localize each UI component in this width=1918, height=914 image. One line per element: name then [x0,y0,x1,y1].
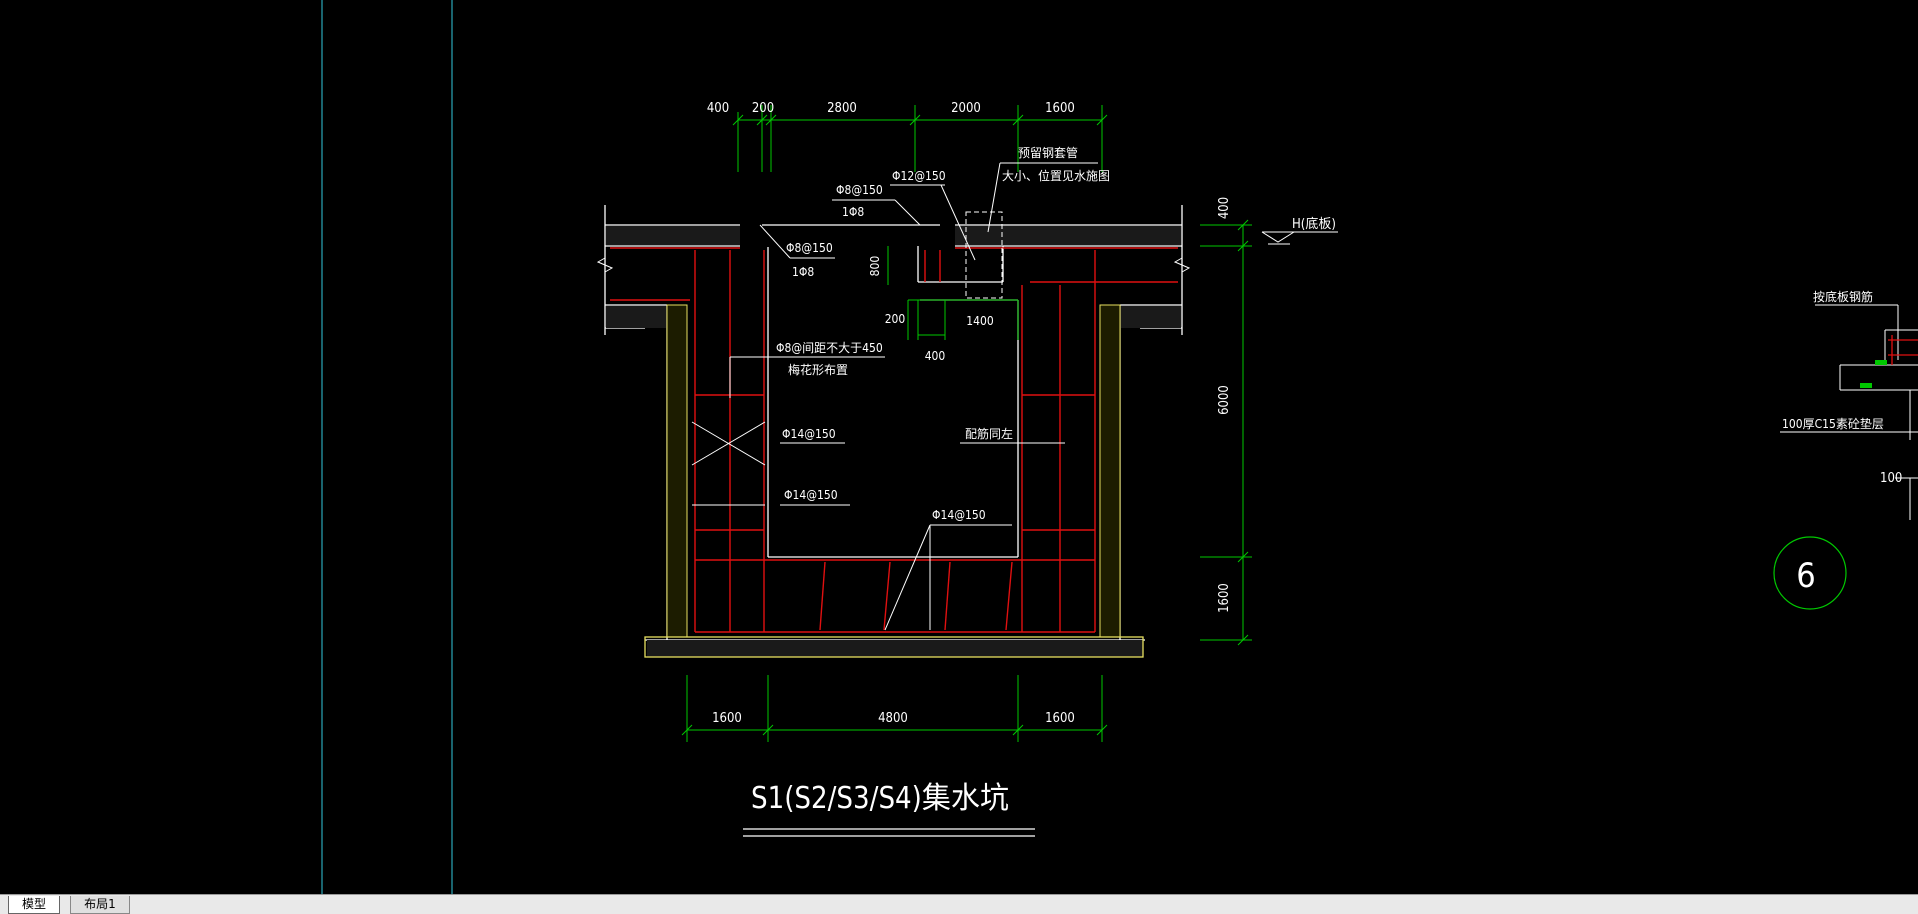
layout-tab-bar: 模型 布局1 [0,894,1918,914]
inner-dim-400: 400 [925,349,946,363]
inner-dimensions [887,246,1019,340]
right-dim-400: 400 [1217,197,1232,219]
label-rebar-same: 配筋同左 [965,426,1013,441]
right-dim-1600: 1600 [1217,583,1232,613]
bottom-dim-1600-right: 1600 [1045,711,1075,726]
tab-model[interactable]: 模型 [8,896,60,914]
top-dim-2000: 2000 [951,101,981,116]
bottom-dim-1600-left: 1600 [712,711,742,726]
tab-layout1[interactable]: 布局1 [70,896,130,914]
label-embedded-pipe-2: 大小、位置见水施图 [1002,168,1110,183]
top-dim-400: 400 [707,101,729,116]
rebar-lines [610,247,1178,633]
top-dim-2800: 2800 [827,101,857,116]
cad-drawing-canvas[interactable]: 400 200 2800 2000 1600 [0,0,1918,894]
leader-lines [691,162,1098,631]
inner-dim-200: 200 [885,312,906,326]
label-rebar-tie-2: 梅花形布置 [788,362,848,377]
break-marks [596,257,1191,273]
wall-hatch [644,304,1144,658]
right-dimension-chain [1200,219,1252,646]
label-rebar-1phi8-top: 1Φ8 [842,205,864,219]
inner-dim-800: 800 [868,256,882,277]
inner-dim-1400: 1400 [966,314,994,328]
label-rebar-phi8-mid: Φ8@150 [786,241,833,255]
label-dim-100: 100 [1880,471,1902,486]
drawing-title: S1(S2/S3/S4)集水坑 [751,781,1009,816]
detail-number-circle [1773,536,1847,610]
label-rebar-1phi8-mid: 1Φ8 [792,265,814,279]
label-rebar-tie-1: Φ8@间距不大于450 [776,341,883,355]
embedded-pipe [965,211,1003,299]
bottom-dimension-chain [681,675,1108,742]
label-embedded-pipe-1: 预留钢套管 [1018,145,1078,160]
level-mark-label: H(底板) [1292,216,1336,232]
concrete-hatch [606,226,1181,657]
partial-detail-right [1780,304,1918,520]
label-sump-rebar: 按底板钢筋 [1813,289,1873,304]
top-dim-1600: 1600 [1045,101,1075,116]
top-dimension-chain [732,105,1108,172]
label-cushion: 100厚C15素砼垫层 [1782,416,1884,431]
bottom-dim-4800: 4800 [878,711,908,726]
right-dim-6000: 6000 [1217,385,1232,415]
partial-detail-rebar [1888,335,1918,365]
label-rebar-phi14-b: Φ14@150 [784,488,838,502]
level-mark [1261,231,1338,245]
label-rebar-phi14-a: Φ14@150 [782,427,836,441]
detail-number: 6 [1796,556,1815,596]
label-rebar-phi12: Φ12@150 [892,169,946,183]
label-rebar-phi8-top: Φ8@150 [836,183,883,197]
drawing-svg: 400 200 2800 2000 1600 [321,0,1918,894]
label-rebar-phi14-c: Φ14@150 [932,508,986,522]
top-dim-200: 200 [752,101,774,116]
